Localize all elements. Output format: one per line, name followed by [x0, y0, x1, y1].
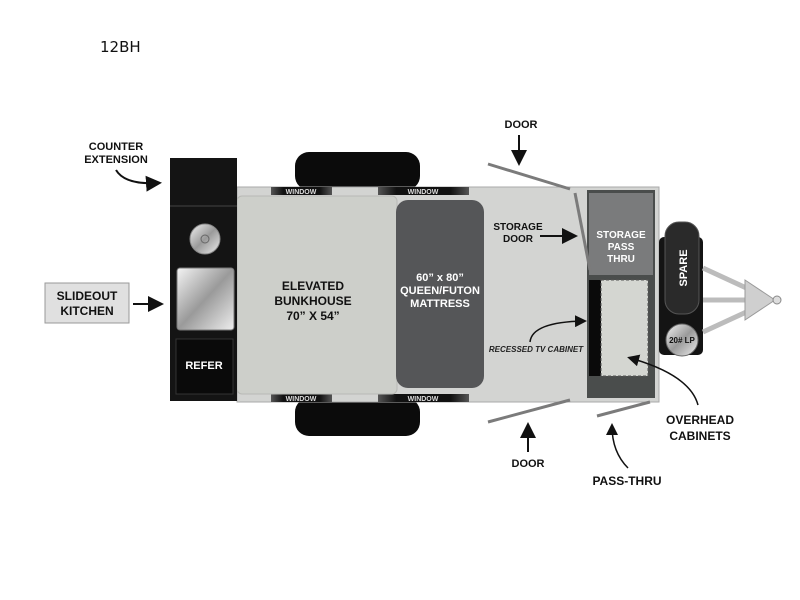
sink-icon: [189, 223, 221, 255]
mattress-label-3: MATTRESS: [410, 298, 470, 310]
mattress-area: [396, 200, 484, 388]
spare-label: SPARE: [678, 249, 690, 286]
bunkhouse-label-2: BUNKHOUSE: [274, 294, 351, 308]
storage-door-label-2: DOOR: [503, 234, 534, 245]
window-strips: WINDOW WINDOW WINDOW WINDOW: [271, 187, 469, 403]
storage-pass-thru: [589, 193, 653, 275]
pass-thru-label: PASS-THRU: [592, 474, 661, 488]
door-top-label: DOOR: [505, 119, 538, 131]
storage-pass-thru-label-2: PASS: [608, 242, 635, 253]
mattress-label-2: QUEEN/FUTON: [400, 285, 480, 297]
lp-tank-icon: [665, 323, 699, 357]
counter-extension-arrow: [115, 169, 162, 192]
wheel-bottom: [295, 398, 420, 436]
slideout-kitchen-box: [44, 282, 130, 324]
window-label: WINDOW: [286, 189, 317, 196]
bunkhouse-label-1: ELEVATED: [282, 279, 345, 293]
slideout-kitchen-label-2: KITCHEN: [60, 304, 113, 318]
storage-door-label-1: STORAGE: [493, 222, 543, 233]
storage-pass-thru-label-1: STORAGE: [596, 230, 646, 241]
storage-pass-thru-label-3: THRU: [607, 254, 635, 265]
mattress-label-1: 60” x 80”: [416, 272, 464, 284]
recessed-tv-label: RECESSED TV CABINET: [489, 345, 584, 354]
refer-box: [175, 338, 234, 395]
door-bottom-label: DOOR: [512, 458, 545, 470]
window-label: WINDOW: [286, 396, 317, 403]
overhead-cabinets-label-1: OVERHEAD: [666, 413, 734, 427]
window-label: WINDOW: [408, 189, 439, 196]
refer-label: REFER: [185, 360, 222, 372]
stove-icon: [176, 267, 235, 331]
counter-extension-label-1: COUNTER: [89, 141, 143, 153]
wheel-top: [295, 152, 420, 190]
model-title: 12BH: [100, 38, 141, 56]
overhead-cabinets-arrow: [627, 354, 699, 406]
slideout-kitchen-label-1: SLIDEOUT: [57, 289, 118, 303]
counter-extension-label-2: EXTENSION: [84, 154, 148, 166]
hitch-ball-icon: [772, 295, 782, 305]
window-label: WINDOW: [408, 396, 439, 403]
lp-label: 20# LP: [669, 336, 695, 345]
spare-tire-icon: [664, 221, 700, 315]
overhead-cabinet: [600, 279, 649, 377]
bunkhouse-label-3: 70” X 54”: [286, 309, 339, 323]
hitch-coupler: [744, 279, 776, 321]
recessed-tv-arrow: [529, 315, 587, 343]
overhead-cabinets-label-2: CABINETS: [669, 429, 730, 443]
door-lines: [487, 162, 651, 424]
tv-cabinet: [589, 280, 601, 376]
pass-thru-arrow: [606, 423, 629, 469]
